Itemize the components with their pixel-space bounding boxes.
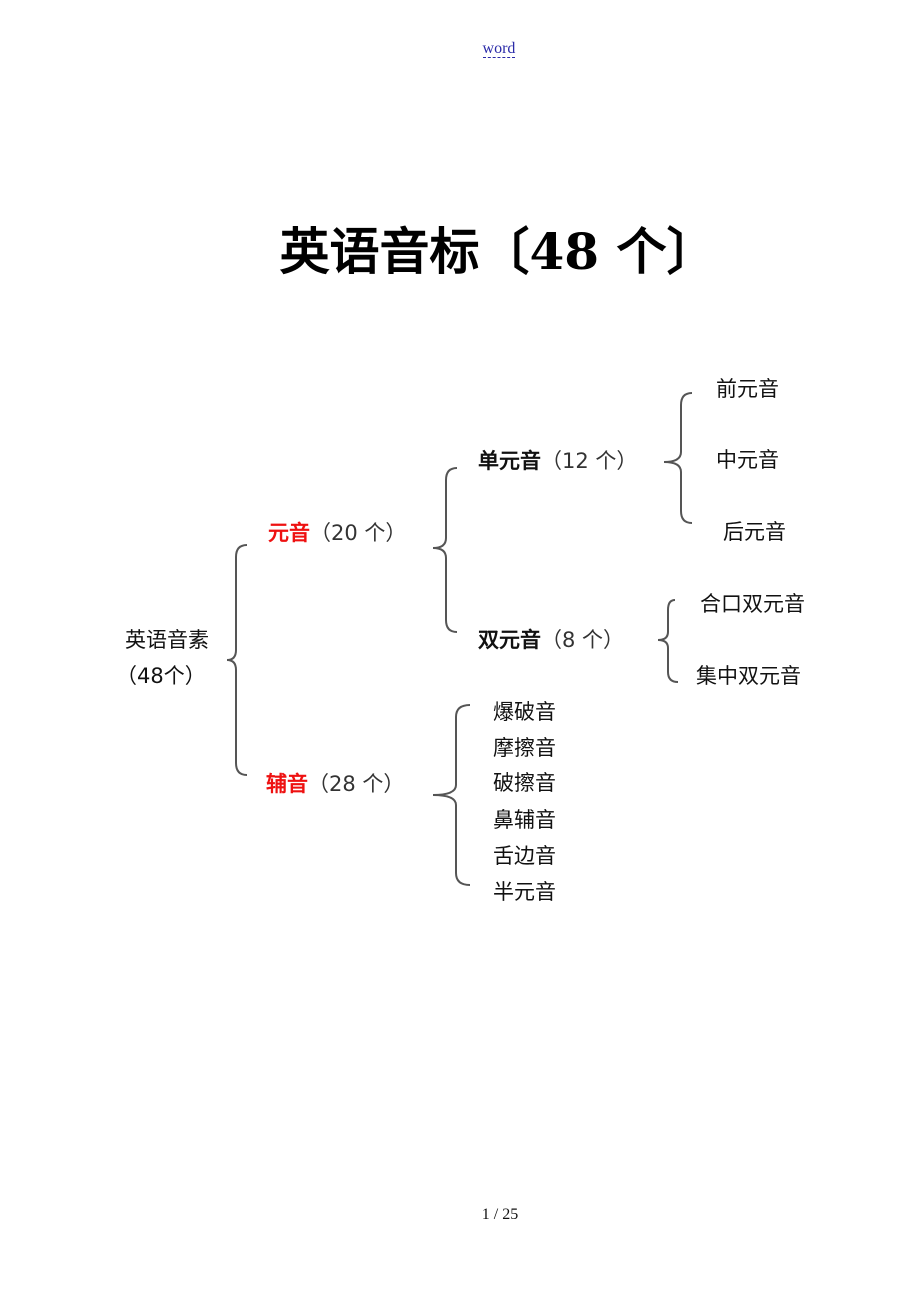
consonant-item: 鼻辅音 [493, 808, 556, 832]
consonant-item: 破擦音 [493, 771, 556, 795]
mono-item: 后元音 [723, 520, 786, 544]
diph-brace [657, 599, 679, 683]
diph-item: 合口双元音 [700, 592, 805, 616]
diph-item: 集中双元音 [696, 664, 801, 688]
consonant-item: 摩擦音 [493, 736, 556, 760]
mono-label: 单元音 [478, 449, 541, 473]
consonant-brace [432, 704, 471, 886]
vowel-count: （20 个） [310, 521, 407, 545]
consonant-node: 辅音（28 个） [266, 772, 404, 796]
header-link[interactable]: word [0, 40, 920, 58]
mono-item: 中元音 [716, 448, 779, 472]
page-number: 1 / 25 [481, 1206, 519, 1223]
mono-item: 前元音 [716, 377, 779, 401]
consonant-item: 舌边音 [493, 844, 556, 868]
consonant-item: 半元音 [493, 880, 556, 904]
page-title: 英语音标〔48 个〕 [279, 222, 717, 281]
vowel-label: 元音 [268, 521, 310, 545]
diph-label: 双元音 [478, 628, 541, 652]
word-link[interactable]: word [482, 40, 516, 58]
mono-count: （12 个） [541, 449, 638, 473]
root-count: （48个） [116, 664, 206, 688]
vowel-node: 元音（20 个） [268, 521, 406, 545]
consonant-count: （28 个） [308, 772, 405, 796]
diph-count: （8 个） [541, 628, 625, 652]
vowel-brace [432, 467, 458, 633]
mono-brace [663, 392, 693, 524]
diph-node: 双元音（8 个） [478, 628, 624, 652]
consonant-label: 辅音 [266, 772, 308, 796]
mono-node: 单元音（12 个） [478, 449, 637, 473]
root-brace [226, 544, 248, 776]
root-label: 英语音素 [125, 628, 209, 652]
consonant-item: 爆破音 [493, 700, 556, 724]
